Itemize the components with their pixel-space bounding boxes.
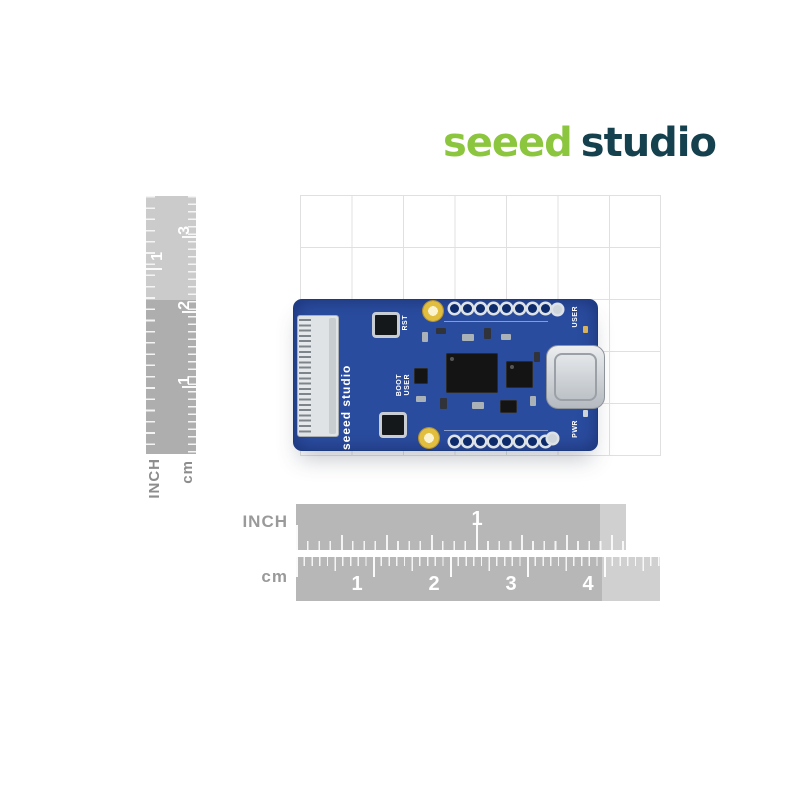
cm-major-ticks — [296, 557, 660, 577]
pin-hole — [489, 437, 498, 446]
horizontal-inch-ruler: 1 — [296, 504, 626, 550]
usb-c-connector — [546, 345, 605, 409]
pin-hole — [463, 304, 472, 313]
pin-hole — [528, 437, 537, 446]
vruler-cm-label: cm — [179, 460, 196, 484]
inch-major-ticks — [296, 525, 626, 550]
component — [436, 328, 446, 334]
flash-chip — [506, 361, 533, 388]
inch-ruler-label: INCH — [242, 512, 288, 531]
pin-hole — [476, 437, 485, 446]
component — [472, 402, 484, 409]
cm-major-tick — [182, 236, 196, 238]
main-mcu-chip — [446, 353, 498, 393]
user-led-label: USER — [572, 306, 579, 328]
component — [530, 396, 536, 406]
pin-hole — [489, 304, 498, 313]
component — [416, 396, 426, 402]
silkscreen-line — [444, 321, 548, 322]
vertical-ruler: 1 3 2 1 — [146, 196, 196, 454]
component — [462, 334, 474, 341]
usb-c-shell-detail — [554, 353, 597, 401]
horizontal-cm-ruler: 1 2 3 4 — [296, 557, 660, 601]
logo-word-seeed: seeed — [442, 120, 573, 166]
fpc-connector-latch — [329, 318, 336, 434]
pin-hole — [450, 304, 459, 313]
cm-number: 3 — [505, 573, 517, 595]
rst-silkscreen-label: RST — [402, 315, 409, 331]
pin-hole — [502, 437, 511, 446]
chip-pin1-dot — [450, 357, 454, 361]
fpc-connector-pins — [299, 319, 311, 433]
board-silkscreen-brand: seeed studio — [339, 364, 353, 450]
cm-number: 2 — [428, 573, 440, 595]
fpc-connector — [297, 315, 339, 437]
power-led — [583, 410, 588, 417]
user-led — [583, 326, 588, 333]
component — [534, 352, 540, 362]
silkscreen-line — [444, 430, 548, 431]
cm-major-tick — [182, 311, 196, 313]
pin-hole — [541, 437, 550, 446]
user-button-silkscreen-label: USER — [404, 374, 411, 396]
vruler-cm-number: 3 — [176, 226, 193, 235]
pin-hole — [463, 437, 472, 446]
pin-hole — [515, 437, 524, 446]
chip-pin1-dot — [510, 365, 514, 369]
vertical-ruler-cm-ticks — [188, 196, 196, 454]
inch-major-tick — [146, 268, 162, 270]
alignment-hole — [548, 434, 557, 443]
ruler-highlight — [602, 557, 660, 601]
component — [484, 328, 491, 339]
vertical-ruler-inch-ticks — [146, 196, 155, 454]
pin-hole — [515, 304, 524, 313]
cm-major-tick — [182, 386, 196, 388]
component — [440, 398, 447, 409]
cm-number: 1 — [351, 573, 363, 595]
small-ic — [500, 400, 517, 413]
vruler-cm-number: 2 — [176, 301, 193, 310]
vruler-cm-number: 1 — [176, 376, 193, 385]
pin-hole — [541, 304, 550, 313]
inch-number: 1 — [471, 508, 483, 530]
mounting-hole — [419, 428, 439, 448]
vruler-inch-label: INCH — [146, 458, 163, 499]
component — [422, 332, 428, 342]
ruler-highlight — [600, 504, 626, 550]
pin-hole — [450, 437, 459, 446]
reset-button — [372, 312, 400, 338]
cm-ruler-label: cm — [261, 567, 288, 586]
boot-button — [379, 412, 407, 438]
vruler-inch-number: 1 — [149, 252, 166, 261]
boot-silkscreen-label: BOOT — [396, 374, 403, 397]
mounting-hole — [423, 301, 443, 321]
pin-hole — [476, 304, 485, 313]
pin-hole — [502, 304, 511, 313]
pcb-board: seeed studio RST BOOT USER — [293, 299, 605, 451]
component — [501, 334, 511, 340]
sensor-ic — [414, 368, 428, 384]
cm-number: 4 — [582, 573, 594, 595]
logo-word-studio: studio — [580, 120, 717, 166]
pwr-led-label: PWR — [572, 420, 579, 438]
pin-hole — [528, 304, 537, 313]
alignment-hole — [553, 305, 562, 314]
